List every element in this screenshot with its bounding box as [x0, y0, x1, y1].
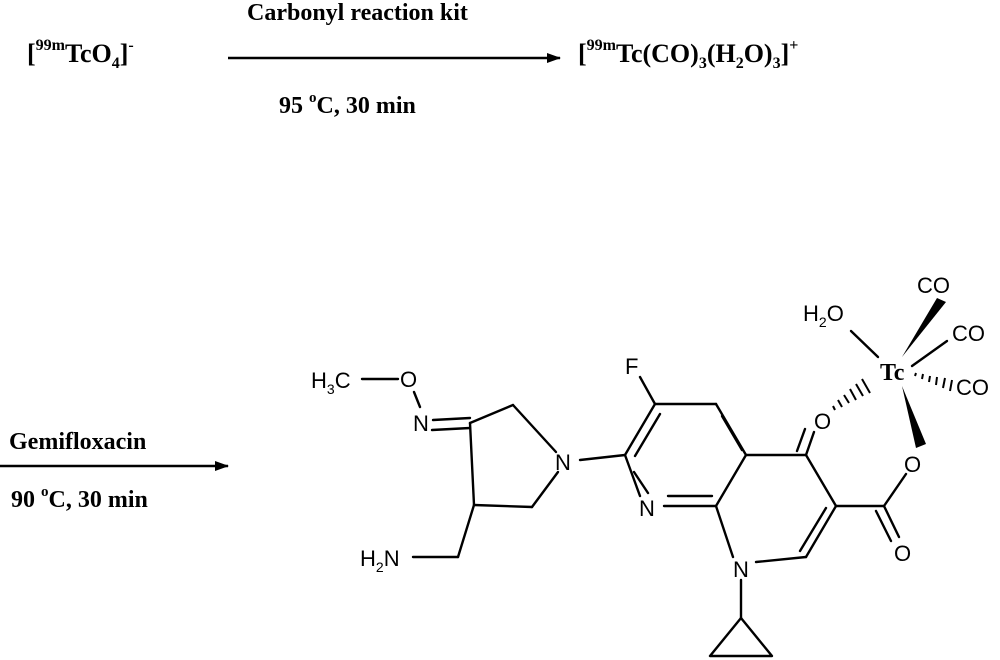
carboxyl-o-bond: [882, 472, 908, 508]
technetium-label: Tc: [880, 360, 905, 386]
structure-atoms: H3C O N N H2N F N N O O O Tc H2O CO CO C…: [311, 273, 989, 582]
carboxyl-double-b: [874, 509, 893, 543]
ch2-bond: [456, 503, 476, 559]
pertechnetate-reactant: [99mTcO4]-: [27, 37, 134, 72]
o-n-bond: [412, 390, 422, 409]
keto-oxygen-label: O: [814, 409, 831, 434]
carbonyl-label-1: CO: [917, 273, 950, 298]
ring-bond-n1-c8a: [714, 504, 735, 559]
tc-carboxyl-wedge: [902, 386, 926, 448]
carboxyl-oxygen-label: O: [904, 452, 921, 477]
carboxyl-double-a: [882, 504, 901, 539]
ring-double-c7-c6: [633, 412, 662, 458]
ring-bond-c4-c3: [804, 453, 838, 508]
pyrrolidine-bond-3: [530, 470, 560, 509]
tc-co-hash-3: [914, 372, 953, 392]
carboxyl-carbonyl-oxygen-label: O: [894, 541, 911, 566]
ring-bond-n8-c7: [623, 453, 642, 498]
cyclopropyl-ring: [708, 616, 774, 658]
pyrrolidine-bond-2: [511, 403, 558, 454]
oxime-double-bond-b: [431, 416, 472, 422]
tricarbonyl-product: [99mTc(CO)3(H2O)3]+: [578, 37, 798, 72]
ring-double-n8-c7: [632, 470, 650, 495]
structure-bonds: [360, 298, 953, 658]
ring-bond-c4a-c8a: [714, 453, 748, 508]
pyrrolidine-bond-5: [468, 421, 476, 507]
methyl-label: H3C: [311, 368, 351, 397]
keto-bond-a: [804, 430, 816, 457]
carbonyl-label-2: CO: [952, 321, 985, 346]
naphthyridine-nitrogen-label: N: [639, 496, 655, 521]
reaction1-reagent-label: Carbonyl reaction kit: [247, 0, 468, 26]
ring-bond-c3-c2: [804, 504, 838, 559]
pyrrolidine-nitrogen-label: N: [555, 450, 571, 475]
carbonyl-label-3: CO: [956, 375, 989, 400]
reaction2-reagent-label: Gemifloxacin: [9, 429, 146, 455]
reaction2-conditions: 90 oC, 30 min: [11, 484, 148, 513]
tc-co-bond-2: [910, 339, 949, 368]
ring-bond-c7-c6: [623, 402, 657, 457]
tc-water-bond: [849, 329, 880, 359]
ring-bond-c2-n1: [754, 555, 808, 564]
oxime-oxygen-label: O: [400, 367, 417, 392]
oxime-double-bond-a: [430, 426, 472, 432]
oxime-nitrogen-label: N: [413, 411, 429, 436]
pyrrolidine-bond-4: [472, 503, 534, 509]
pyrrolidine-bond-1: [468, 403, 515, 425]
ring-double-c3-c2: [798, 506, 828, 553]
n-aryl-bond: [578, 453, 627, 462]
c-f-bond: [638, 375, 657, 406]
quinolone-nitrogen-label: N: [733, 557, 749, 582]
tc-co-wedge-1: [902, 298, 946, 357]
reaction1-conditions: 95 oC, 30 min: [279, 90, 416, 119]
amine-label: H2N: [360, 546, 400, 575]
water-label: H2O: [803, 301, 844, 330]
fluorine-label: F: [625, 354, 638, 379]
keto-bond-b: [795, 427, 807, 453]
tc-keto-hash: [832, 378, 871, 411]
ring-double-c5-c4a: [720, 414, 744, 452]
